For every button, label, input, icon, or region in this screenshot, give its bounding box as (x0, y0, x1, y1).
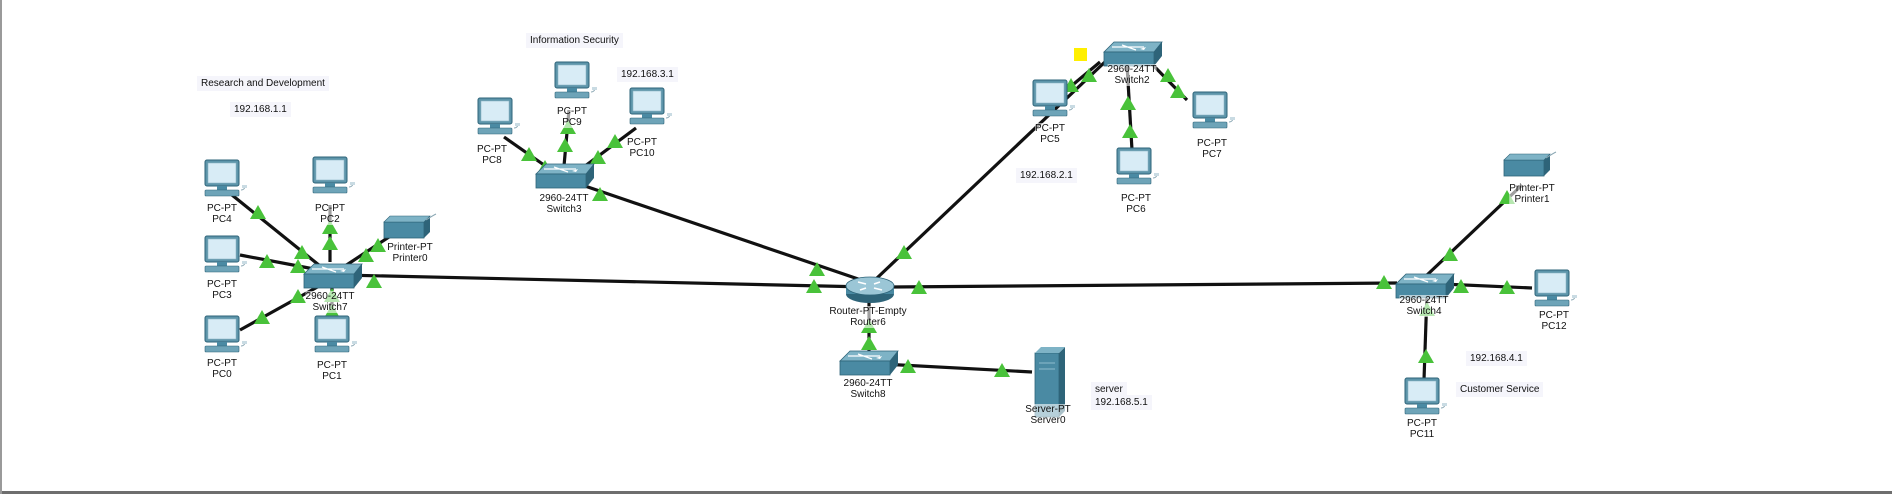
link-router6-switch2[interactable] (875, 58, 1109, 280)
switch-icon (303, 263, 363, 289)
note-sw2-net-ip[interactable]: 192.168.2.1 (1016, 168, 1077, 183)
device-pc8[interactable] (477, 97, 521, 135)
device-switch8[interactable] (839, 350, 899, 376)
pc-icon (1192, 91, 1236, 129)
workspace-bottom-border (2, 491, 1892, 494)
note-server-title[interactable]: server (1091, 382, 1127, 397)
note-customer-ip[interactable]: 192.168.4.1 (1466, 351, 1527, 366)
pc-icon (1404, 377, 1448, 415)
pc-icon (1116, 147, 1160, 185)
note-infosec-ip[interactable]: 192.168.3.1 (617, 67, 678, 82)
pc-icon (204, 315, 248, 353)
device-switch3[interactable] (535, 163, 595, 189)
link-pc12-switch4[interactable] (1441, 282, 1533, 290)
link-router6-switch4[interactable] (891, 281, 1398, 289)
switch-icon (839, 350, 899, 376)
note-rnd-title[interactable]: Research and Development (197, 76, 329, 91)
pc-icon (629, 87, 673, 125)
device-pc9[interactable] (554, 61, 598, 99)
link-pc4-switch7[interactable] (230, 193, 332, 276)
router-icon (845, 276, 895, 304)
device-printer0[interactable] (383, 213, 437, 239)
device-pc0[interactable] (204, 315, 248, 353)
pc-icon (1534, 269, 1578, 307)
switch-icon (1103, 41, 1163, 67)
selection-marker-icon (1074, 48, 1087, 61)
pc-icon (554, 61, 598, 99)
device-pc11[interactable] (1404, 377, 1448, 415)
note-server-ip[interactable]: 192.168.5.1 (1091, 395, 1152, 410)
note-rnd-ip[interactable]: 192.168.1.1 (230, 102, 291, 117)
device-pc7[interactable] (1192, 91, 1236, 129)
pc-icon (477, 97, 521, 135)
printer-icon (383, 213, 437, 239)
device-switch2[interactable] (1103, 41, 1163, 67)
pc-icon (312, 156, 356, 194)
device-pc6[interactable] (1116, 147, 1160, 185)
switch-icon (535, 163, 595, 189)
device-router6[interactable] (845, 276, 895, 304)
device-pc4[interactable] (204, 159, 248, 197)
pc-icon (314, 315, 358, 353)
pc-icon (204, 159, 248, 197)
device-pc2[interactable] (312, 156, 356, 194)
printer-icon (1503, 151, 1557, 177)
device-switch7[interactable] (303, 263, 363, 289)
device-pc1[interactable] (314, 315, 358, 353)
note-customer-title[interactable]: Customer Service (1456, 382, 1544, 397)
device-printer1[interactable] (1503, 151, 1557, 177)
device-pc12[interactable] (1534, 269, 1578, 307)
link-switch7-router6[interactable] (341, 273, 868, 289)
link-switch3-router6[interactable] (581, 183, 868, 284)
note-infosec-title[interactable]: Information Security (526, 33, 623, 48)
device-pc10[interactable] (629, 87, 673, 125)
link-lights (250, 68, 1515, 377)
